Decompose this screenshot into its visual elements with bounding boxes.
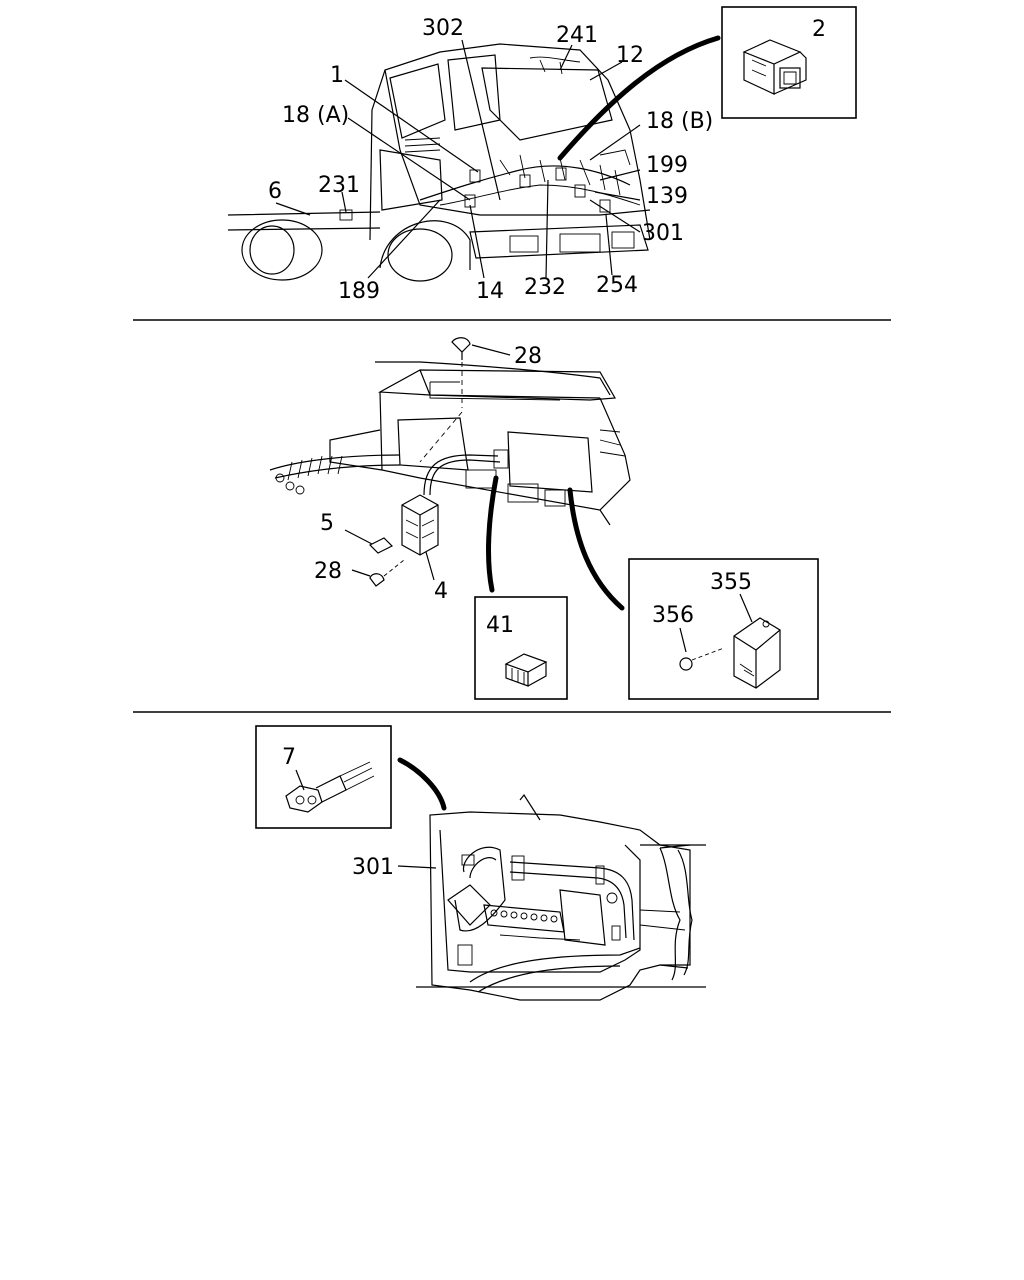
truck-cab-drawing [227,43,651,282]
harness-connector-icon [285,761,375,813]
inset-356-label: 356 [652,603,694,628]
callout-6: 6 [268,179,282,204]
top-leader-lines [275,35,721,279]
inset-relay-355: 355 356 [628,558,819,700]
engine-drawing [397,757,706,1001]
inset-terminal-41: 41 [474,596,568,700]
callout-14: 14 [476,279,504,304]
callout-254: 254 [596,273,638,298]
callout-28-top: 28 [514,344,542,369]
inset-connector-7: 7 [255,725,392,829]
callout-189: 189 [338,279,380,304]
callout-241: 241 [556,23,598,48]
callout-139: 139 [646,184,688,209]
dashboard-drawing [269,337,631,611]
connector-2pin-icon [742,39,807,95]
terminal-connector-icon [504,653,548,687]
callout-199: 199 [646,153,688,178]
callout-302: 302 [422,16,464,41]
callout-5: 5 [320,511,334,536]
callout-231: 231 [318,173,360,198]
callout-12: 12 [616,43,644,68]
bottom-callouts: 301 [352,855,437,880]
callout-18b: 18 (B) [646,109,713,134]
inset-355-label: 355 [710,570,752,595]
top-callouts: 302 241 12 1 18 (A) 18 (B) 199 139 301 6… [268,16,713,304]
callout-4: 4 [434,579,448,604]
callout-28-bottom: 28 [314,559,342,584]
middle-callouts: 28 5 28 4 [314,344,542,604]
callout-232: 232 [524,275,566,300]
callout-1: 1 [330,63,344,88]
callout-301: 301 [642,221,684,246]
callout-18a: 18 (A) [282,103,349,128]
inset-7-label: 7 [282,745,296,770]
screw-icon [679,647,725,671]
inset-41-label: 41 [486,613,514,638]
relay-module-icon [733,617,781,689]
inset-connector-2: 2 [721,6,857,119]
inset-2-label: 2 [812,17,826,42]
callout-301-bottom: 301 [352,855,394,880]
